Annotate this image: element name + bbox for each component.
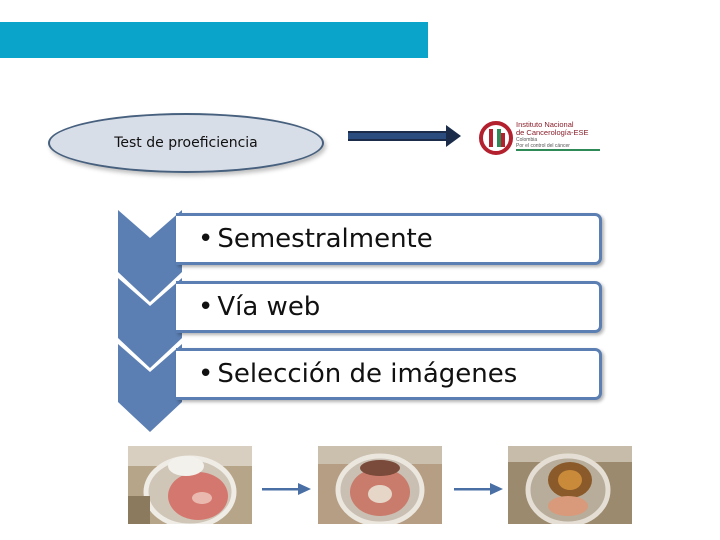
- logo-line-1: Instituto Nacional: [516, 120, 574, 129]
- chevron-stack-graphic: [118, 210, 182, 432]
- right-arrow-icon: [262, 483, 311, 495]
- colposcopy-image-3: [508, 446, 632, 524]
- list-item-label: Vía web: [217, 292, 321, 322]
- list-item-label: Semestralmente: [217, 224, 433, 254]
- colposcopy-image-1: [128, 446, 252, 524]
- logo-mark-icon: [479, 121, 513, 155]
- bullet: •: [198, 292, 214, 322]
- list-item-semestralmente: • Semestralmente: [176, 213, 602, 265]
- list-item-label: Selección de imágenes: [217, 359, 518, 389]
- bullet: •: [198, 224, 214, 254]
- list-item-via-web: • Vía web: [176, 281, 602, 333]
- concept-label: Test de proeficiencia: [114, 135, 258, 151]
- logo-line-3: Colombia: [516, 137, 538, 143]
- list-item-seleccion-imagenes: • Selección de imágenes: [176, 348, 602, 400]
- header-bar: [0, 22, 428, 58]
- bullet: •: [198, 359, 214, 389]
- logo-underline: [516, 149, 600, 151]
- logo-line-2: de Cancerología-ESE: [516, 128, 589, 137]
- concept-ellipse: Test de proeficiencia: [48, 113, 324, 173]
- right-arrow-icon: [348, 125, 461, 147]
- logo-text: Instituto Nacional de Cancerología-ESE C…: [516, 120, 589, 150]
- right-arrow-icon: [454, 483, 503, 495]
- institution-logo: Instituto Nacional de Cancerología-ESE C…: [478, 118, 602, 158]
- logo-line-4: Por el control del cáncer: [516, 143, 570, 149]
- colposcopy-image-2: [318, 446, 442, 524]
